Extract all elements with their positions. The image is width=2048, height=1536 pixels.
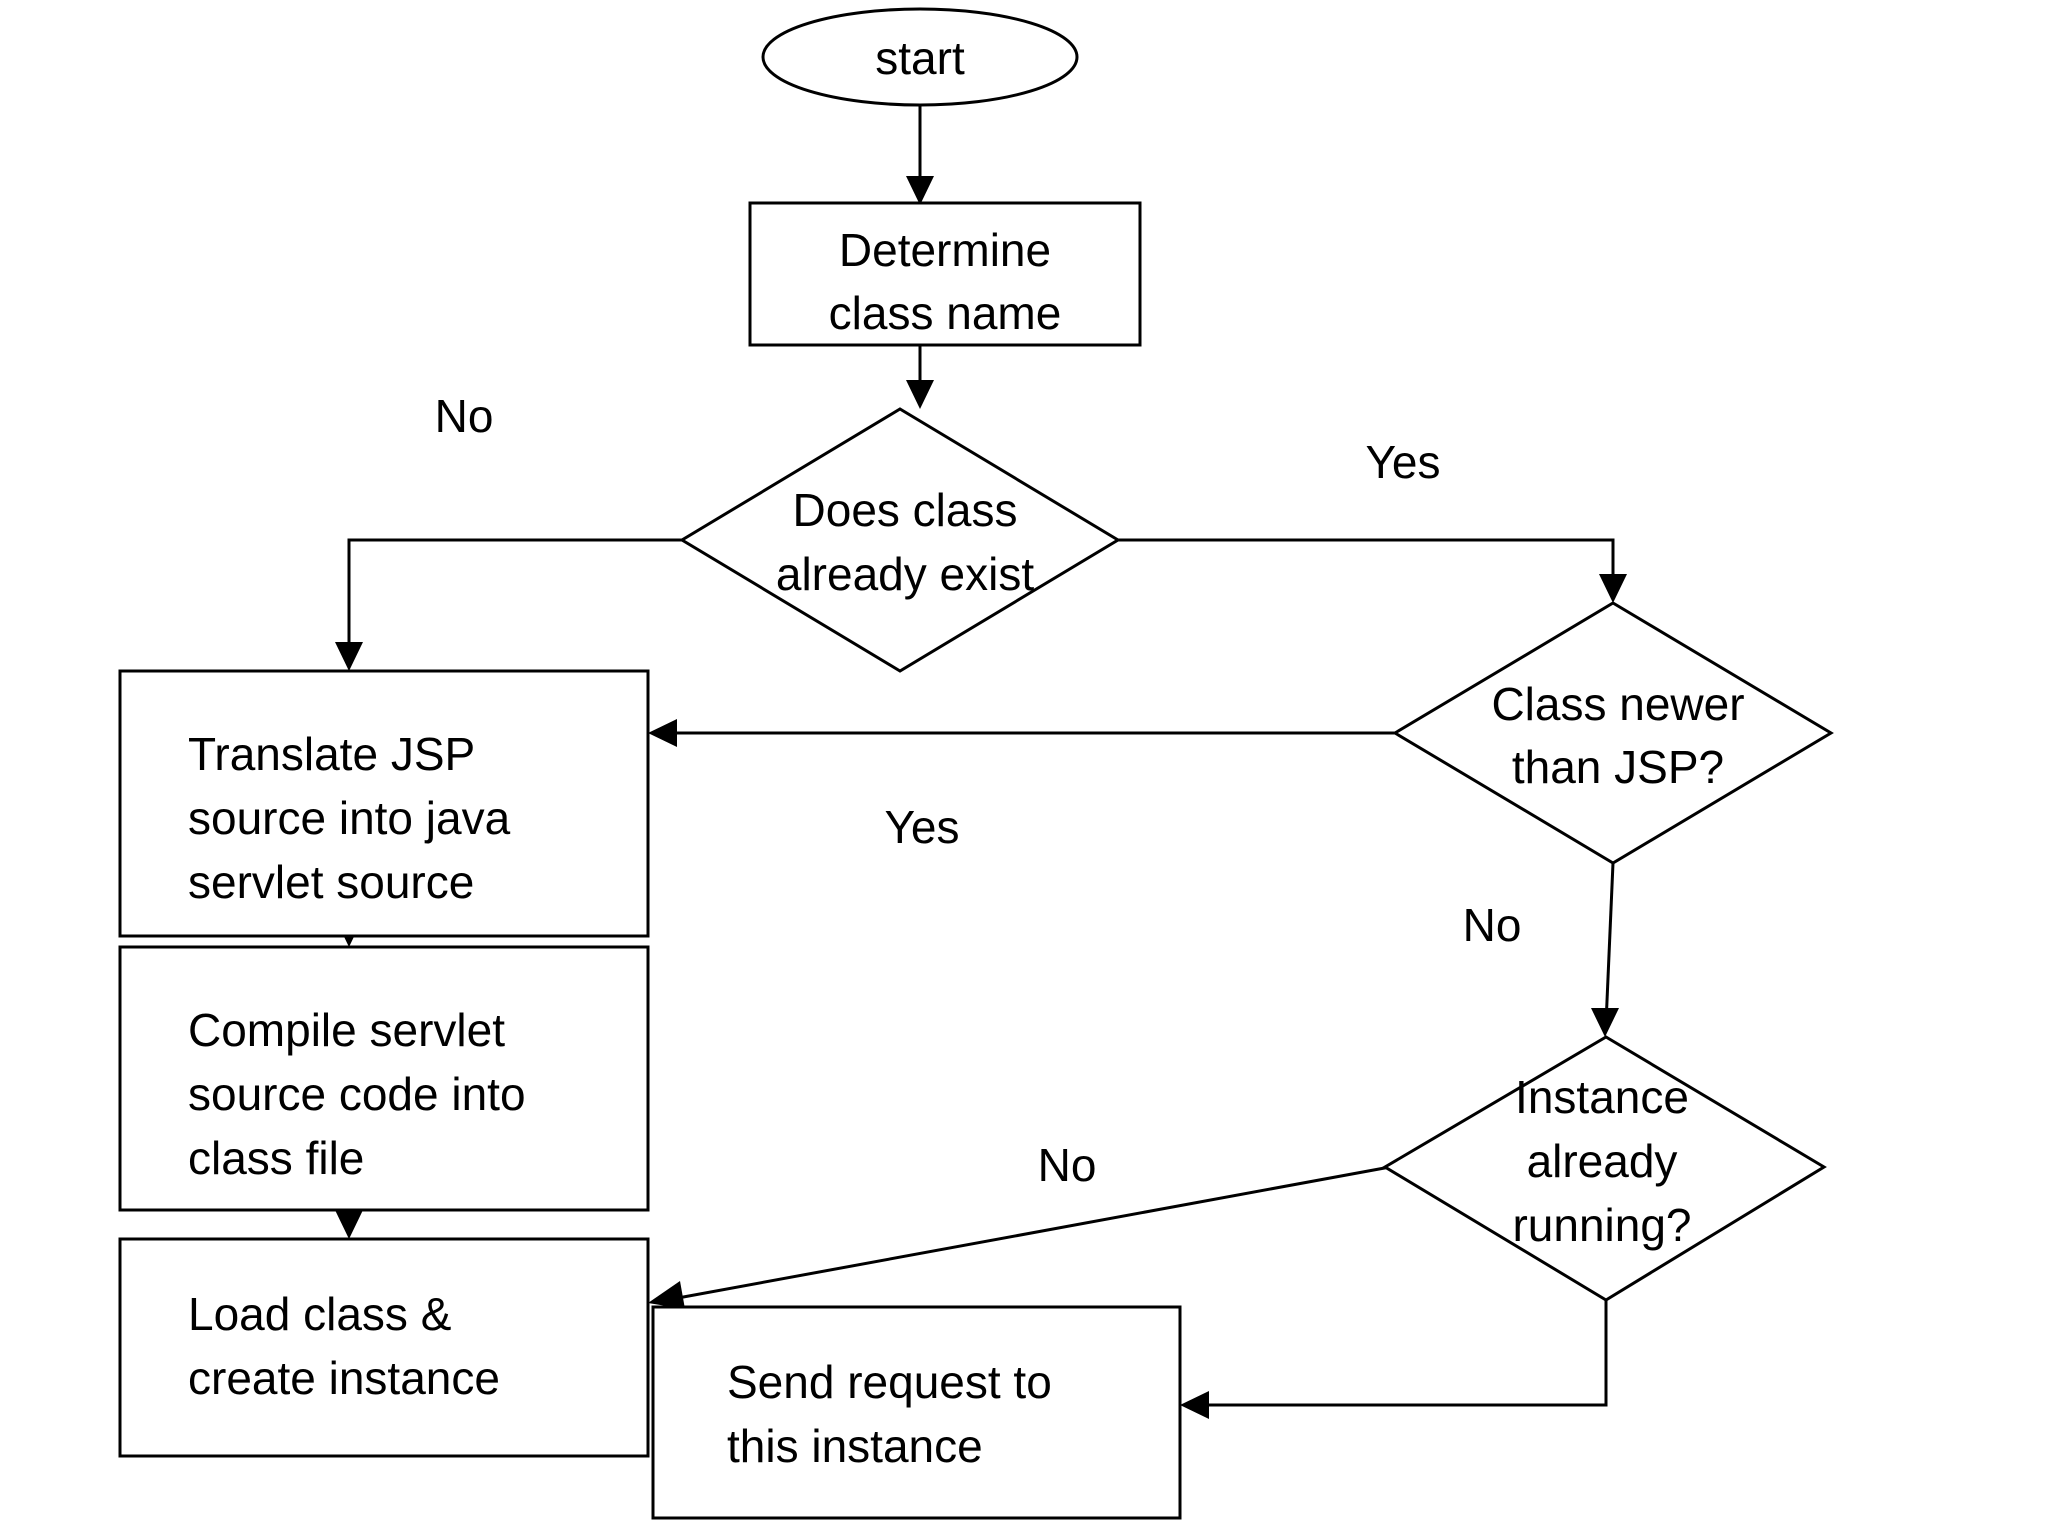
node-determine-class-name[interactable]: Determine class name bbox=[748, 201, 1142, 347]
node-class-newer[interactable]: Class newer than JSP? bbox=[1392, 601, 1834, 865]
arrow-head-icon bbox=[1599, 574, 1627, 603]
edge-line bbox=[1118, 538, 1615, 590]
edge-class-newer-yes-to-translate bbox=[648, 719, 1395, 747]
node-translate-jsp[interactable]: Translate JSP source into java servlet s… bbox=[118, 669, 650, 938]
start-label: start bbox=[875, 32, 965, 84]
instance-running-diamond[interactable] bbox=[1382, 1035, 1827, 1302]
node-load-class[interactable]: Load class & create instance bbox=[118, 1237, 650, 1458]
edge-label-instance-running-no: No bbox=[1038, 1139, 1097, 1191]
arrow-head-icon bbox=[906, 176, 934, 205]
arrow-head-icon bbox=[1180, 1391, 1209, 1419]
arrow-head-icon bbox=[335, 642, 363, 671]
edge-instance-running-to-send-request bbox=[1180, 1300, 1608, 1419]
compile-servlet-line1: Compile servlet bbox=[188, 1004, 505, 1056]
determine-class-name-line1: Determine bbox=[839, 224, 1051, 276]
edge-determine-to-class-exists bbox=[906, 345, 934, 409]
load-class-line2: create instance bbox=[188, 1352, 500, 1404]
edge-label-class-exists-yes: Yes bbox=[1365, 436, 1440, 488]
edge-class-exists-no-to-translate bbox=[335, 538, 682, 671]
class-exists-diamond[interactable] bbox=[679, 407, 1121, 673]
class-exists-line2: already exist bbox=[776, 548, 1034, 600]
compile-servlet-line2: source code into bbox=[188, 1068, 526, 1120]
edge-start-to-determine bbox=[906, 105, 934, 205]
translate-jsp-line3: servlet source bbox=[188, 856, 474, 908]
edge-label-class-newer-no: No bbox=[1463, 899, 1522, 951]
arrow-head-icon bbox=[648, 1281, 685, 1309]
edge-label-class-exists-no: No bbox=[435, 390, 494, 442]
determine-class-name-line2: class name bbox=[829, 287, 1062, 339]
node-compile-servlet[interactable]: Compile servlet source code into class f… bbox=[118, 945, 650, 1212]
edge-line bbox=[347, 538, 682, 658]
compile-servlet-box[interactable] bbox=[118, 945, 650, 1212]
send-request-box[interactable] bbox=[651, 1305, 1182, 1520]
translate-jsp-box[interactable] bbox=[118, 669, 650, 938]
instance-running-line2: already bbox=[1527, 1135, 1678, 1187]
node-send-request[interactable]: Send request to this instance bbox=[651, 1305, 1182, 1520]
arrow-head-icon bbox=[335, 1210, 363, 1239]
arrow-head-icon bbox=[648, 719, 677, 747]
node-instance-running[interactable]: Instance already running? bbox=[1382, 1035, 1827, 1302]
edge-label-class-newer-yes: Yes bbox=[884, 801, 959, 853]
send-request-line2: this instance bbox=[727, 1420, 983, 1472]
load-class-line1: Load class & bbox=[188, 1288, 451, 1340]
class-newer-diamond[interactable] bbox=[1392, 601, 1834, 865]
send-request-line1: Send request to bbox=[727, 1356, 1052, 1408]
translate-jsp-line2: source into java bbox=[188, 792, 511, 844]
instance-running-line1: Instance bbox=[1515, 1071, 1689, 1123]
edge-instance-running-no-to-load-class bbox=[648, 1165, 1391, 1309]
compile-servlet-line3: class file bbox=[188, 1132, 364, 1184]
class-newer-line2: than JSP? bbox=[1512, 741, 1724, 793]
load-class-box[interactable] bbox=[118, 1237, 650, 1458]
edge-class-exists-yes-to-class-newer bbox=[1118, 538, 1627, 603]
edge-line bbox=[1604, 862, 1615, 1025]
start-ellipse[interactable] bbox=[761, 7, 1079, 107]
instance-running-line3: running? bbox=[1512, 1199, 1691, 1251]
node-class-exists[interactable]: Does class already exist bbox=[679, 407, 1121, 673]
node-start[interactable]: start bbox=[761, 7, 1079, 107]
edge-class-newer-no-to-instance-running bbox=[1591, 862, 1619, 1037]
class-newer-line1: Class newer bbox=[1491, 678, 1744, 730]
determine-class-name-box[interactable] bbox=[748, 201, 1142, 347]
edge-line bbox=[666, 1165, 1391, 1302]
arrow-head-icon bbox=[1591, 1008, 1619, 1037]
class-exists-line1: Does class bbox=[793, 484, 1018, 536]
translate-jsp-line1: Translate JSP bbox=[188, 728, 475, 780]
arrow-head-icon bbox=[906, 380, 934, 409]
edge-compile-to-load-class bbox=[335, 1210, 363, 1239]
edge-line bbox=[1193, 1300, 1608, 1407]
